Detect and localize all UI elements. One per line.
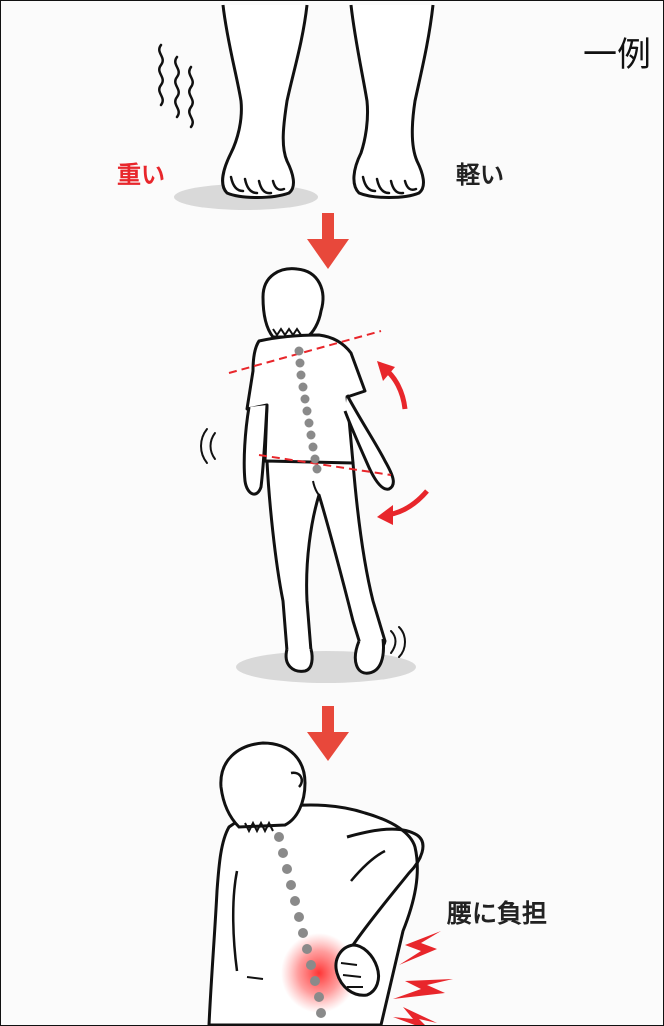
vibration-lines-icon	[159, 45, 192, 127]
down-arrow-icon	[307, 213, 349, 269]
walking-right-foot	[355, 639, 383, 673]
walking-left-arm	[244, 405, 267, 494]
walking-head	[263, 269, 323, 337]
back-pain-panel	[209, 743, 453, 1025]
down-arrow-icon	[307, 706, 349, 761]
walking-shadow	[236, 651, 416, 683]
back-head	[221, 743, 305, 827]
example-label: 一例	[583, 27, 651, 76]
walking-panel	[201, 269, 427, 683]
feet-panel	[159, 5, 433, 210]
pain-spark-icon	[393, 931, 453, 1025]
heavy-label: 重い	[117, 155, 165, 190]
light-label: 軽い	[456, 155, 504, 190]
back-strain-label: 腰に負担	[447, 894, 547, 930]
right-leg	[351, 5, 433, 198]
rotation-arrow-icon	[377, 361, 427, 525]
walking-left-foot	[286, 649, 312, 671]
walking-legs	[267, 461, 385, 659]
left-leg	[223, 5, 307, 198]
